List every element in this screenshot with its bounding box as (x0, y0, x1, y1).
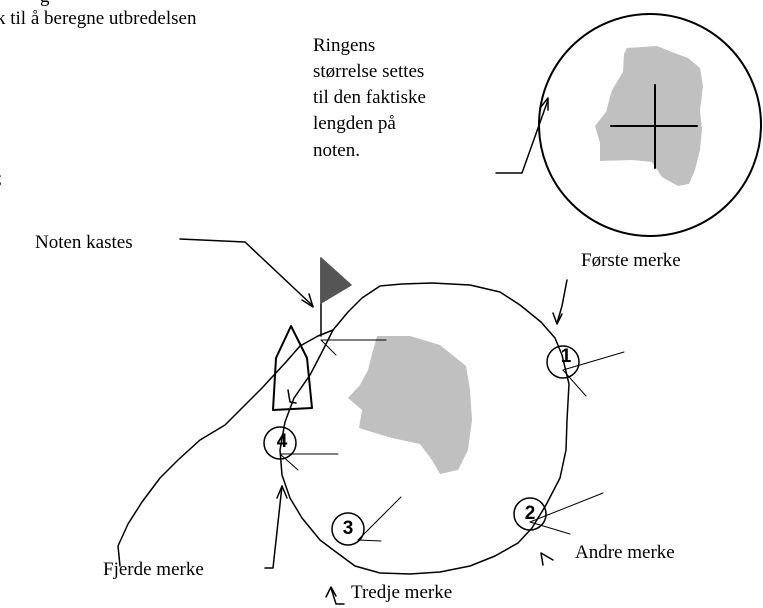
third-mark-arrowhead (325, 586, 337, 598)
marker-3-circle (331, 512, 365, 546)
marker-3-tick-b (357, 539, 382, 542)
net-cast-arrowhead (301, 293, 314, 308)
first-mark-label: Første merke (581, 250, 681, 271)
flag-mark-line-2 (320, 339, 337, 356)
ring-pointer-arrowhead (539, 97, 549, 111)
fourth-mark-arrowhead (276, 485, 288, 499)
first-mark-arrowhead (552, 312, 563, 325)
marker-2-circle (513, 497, 547, 531)
marker-2-number: 2 (525, 503, 536, 524)
marker-4-number: 4 (277, 431, 288, 452)
side-fragment: ; (0, 166, 2, 192)
marker-3-tick-a (357, 496, 402, 541)
marker-2-tick-a (529, 492, 604, 523)
magnified-shoal-shape (595, 46, 703, 186)
second-mark-arrow (540, 552, 554, 566)
marker-1-number: 1 (561, 346, 572, 367)
intro-text-line-1: g (40, 0, 50, 10)
boat-hull (272, 325, 313, 411)
ring-pointer-line (495, 99, 549, 174)
net-trail-line (117, 282, 563, 567)
net-cast-label: Noten kastes (35, 232, 133, 253)
marker-3-number: 3 (343, 518, 354, 539)
flag-shape (320, 257, 352, 304)
ring-note-line-4: lengden på (313, 113, 396, 134)
ring-note-line-2: størrelse settes (313, 61, 425, 82)
ring-note-line-1: Ringens (313, 35, 376, 56)
marker-1-circle (546, 345, 580, 379)
fourth-mark-pointer (264, 485, 283, 569)
seine-ring-outline (279, 329, 570, 575)
intro-text-line-2: k til å beregne utbredelsen (0, 8, 197, 29)
third-mark-label: Tredje merke (351, 582, 453, 603)
ring-note-line-5: noten. (313, 140, 360, 161)
first-mark-pointer (556, 279, 568, 324)
marker-1-tick-b (562, 369, 587, 397)
boat-hook-line (287, 389, 297, 404)
marker-4-tick-b (279, 453, 299, 471)
second-mark-label: Andre merke (575, 542, 675, 563)
net-cast-pointer (179, 238, 314, 307)
marker-1-tick-a (562, 351, 625, 371)
marker-4-circle (263, 426, 297, 460)
ring-note-line-3: til den faktiske (313, 87, 426, 108)
fourth-mark-label: Fjerde merke (103, 559, 204, 580)
third-mark-arrow (330, 587, 345, 605)
marker-2-tick-b (529, 521, 571, 535)
shoal-shape (348, 336, 472, 474)
